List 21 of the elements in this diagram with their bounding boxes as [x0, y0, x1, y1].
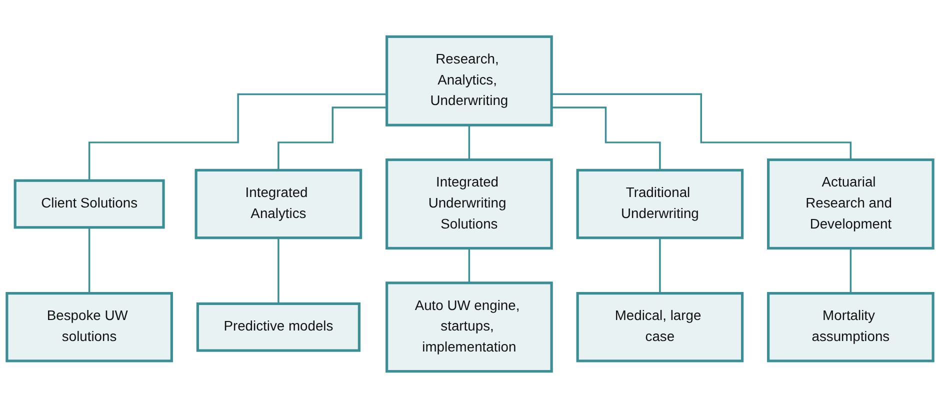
- node-box: Actuarial Research and Development: [767, 158, 934, 250]
- connector: [88, 93, 387, 182]
- connector: [552, 93, 852, 161]
- node-box: Client Solutions: [14, 179, 165, 229]
- connector: [468, 247, 470, 284]
- node-box: Research, Analytics, Underwriting: [386, 35, 553, 126]
- node-box: Mortality assumptions: [767, 292, 934, 362]
- node-box: Auto UW engine, startups, implementation: [386, 282, 553, 373]
- connector: [278, 106, 387, 172]
- connector: [850, 247, 852, 294]
- node-box: Integrated Underwriting Solutions: [386, 158, 553, 250]
- connector: [659, 236, 661, 294]
- connector: [468, 124, 470, 161]
- connector: [88, 226, 90, 294]
- node-box: Predictive models: [196, 302, 360, 352]
- connector: [552, 106, 661, 172]
- node-box: Medical, large case: [576, 292, 744, 362]
- node-box: Bespoke UW solutions: [6, 292, 173, 362]
- node-box: Integrated Analytics: [194, 168, 362, 240]
- connector: [278, 236, 280, 305]
- node-box: Traditional Underwriting: [576, 168, 744, 240]
